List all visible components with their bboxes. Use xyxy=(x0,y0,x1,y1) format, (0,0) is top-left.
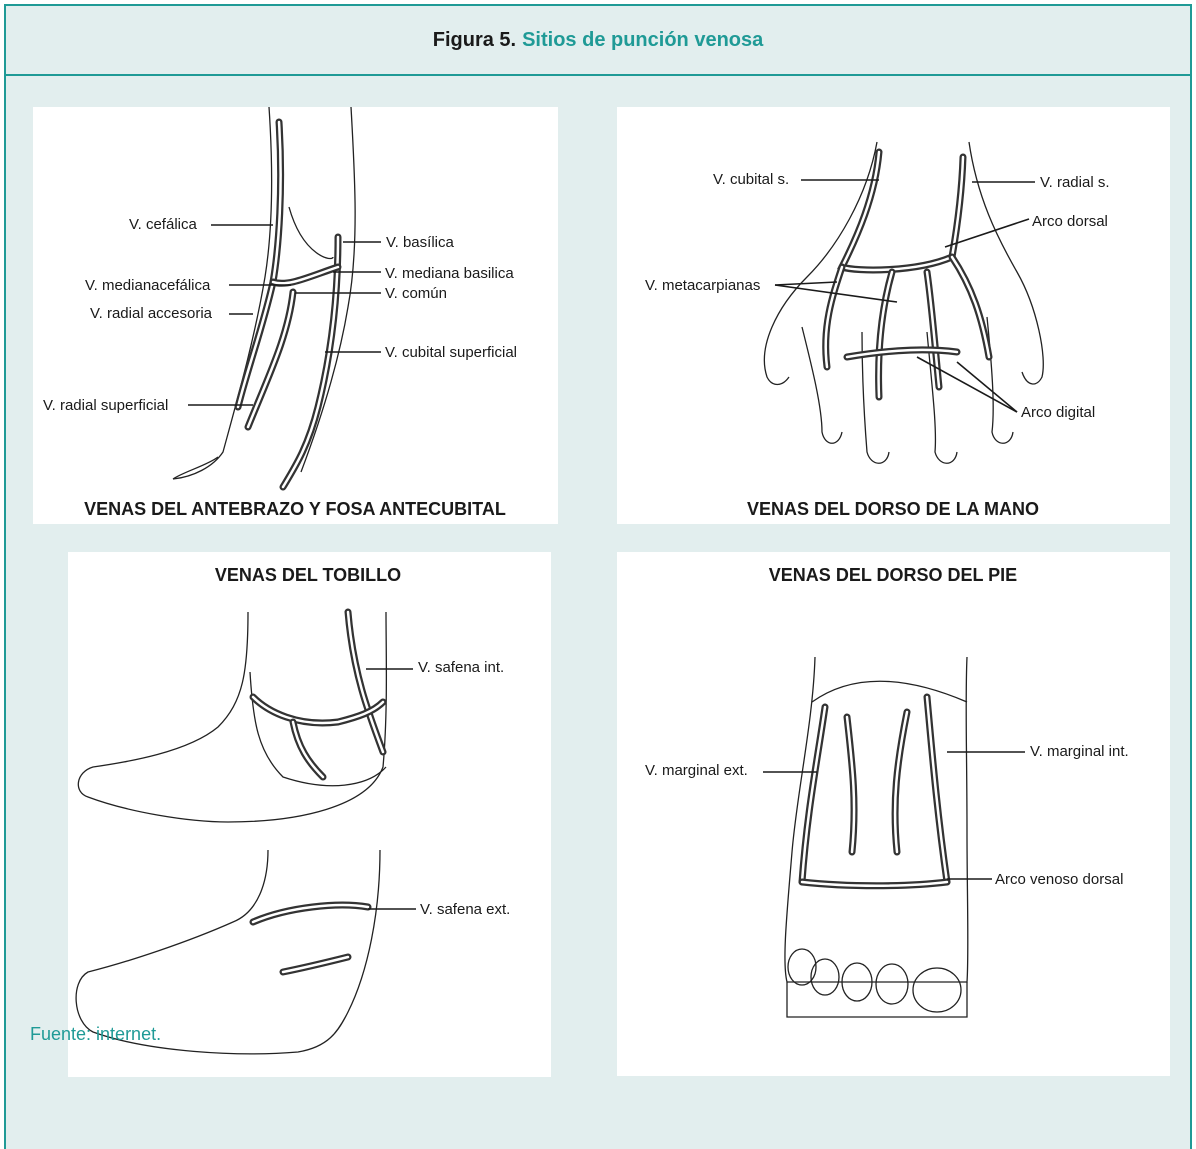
panel-foot: VENAS DEL DORSO DEL PIE V. marginal int.… xyxy=(617,552,1170,1076)
figure-number: Figura 5. xyxy=(433,29,516,52)
hand-illustration: V. cubital s. V. radial s. Arco dorsal V… xyxy=(617,107,1170,524)
label-v-cubital-s: V. cubital s. xyxy=(713,171,789,188)
label-v-radial-superficial: V. radial superficial xyxy=(43,397,168,414)
figure-title: Sitios de punción venosa xyxy=(522,29,763,52)
panel-forearm: V. cefálica V. basílica V. mediana basil… xyxy=(33,107,558,524)
label-v-marginal-int: V. marginal int. xyxy=(1030,743,1129,760)
panel-ankle: VENAS DEL TOBILLO V. safena int. V. safe… xyxy=(68,552,551,1077)
label-v-medianacefalica: V. medianacefálica xyxy=(85,277,211,294)
caption-hand: VENAS DEL DORSO DE LA MANO xyxy=(747,499,1039,519)
label-v-basilica: V. basílica xyxy=(386,234,454,251)
label-v-safena-ext: V. safena ext. xyxy=(420,901,510,918)
label-v-radial-s: V. radial s. xyxy=(1040,174,1110,191)
caption-foot: VENAS DEL DORSO DEL PIE xyxy=(769,565,1017,585)
label-v-marginal-ext: V. marginal ext. xyxy=(645,762,748,779)
label-v-comun: V. común xyxy=(385,285,447,302)
label-v-metacarpianas: V. metacarpianas xyxy=(645,277,760,294)
label-arco-digital: Arco digital xyxy=(1021,404,1095,421)
label-v-radial-accesoria: V. radial accesoria xyxy=(90,305,213,322)
caption-forearm: VENAS DEL ANTEBRAZO Y FOSA ANTECUBITAL xyxy=(84,499,506,519)
label-v-cubital-superficial: V. cubital superficial xyxy=(385,344,517,361)
panel-hand: V. cubital s. V. radial s. Arco dorsal V… xyxy=(617,107,1170,524)
label-v-mediana-basilica: V. mediana basilica xyxy=(385,265,514,282)
label-v-safena-int: V. safena int. xyxy=(418,659,504,676)
ankle-illustration: VENAS DEL TOBILLO V. safena int. V. safe… xyxy=(68,552,551,1077)
label-v-cefalica: V. cefálica xyxy=(129,216,197,233)
figure-header: Figura 5. Sitios de punción venosa xyxy=(6,6,1190,76)
forearm-illustration: V. cefálica V. basílica V. mediana basil… xyxy=(33,107,558,524)
label-arco-venoso-dorsal: Arco venoso dorsal xyxy=(995,871,1123,888)
figure-source: Fuente: internet. xyxy=(30,1024,161,1045)
label-arco-dorsal: Arco dorsal xyxy=(1032,213,1108,230)
foot-illustration: VENAS DEL DORSO DEL PIE V. marginal int.… xyxy=(617,552,1170,1076)
caption-ankle: VENAS DEL TOBILLO xyxy=(215,565,401,585)
